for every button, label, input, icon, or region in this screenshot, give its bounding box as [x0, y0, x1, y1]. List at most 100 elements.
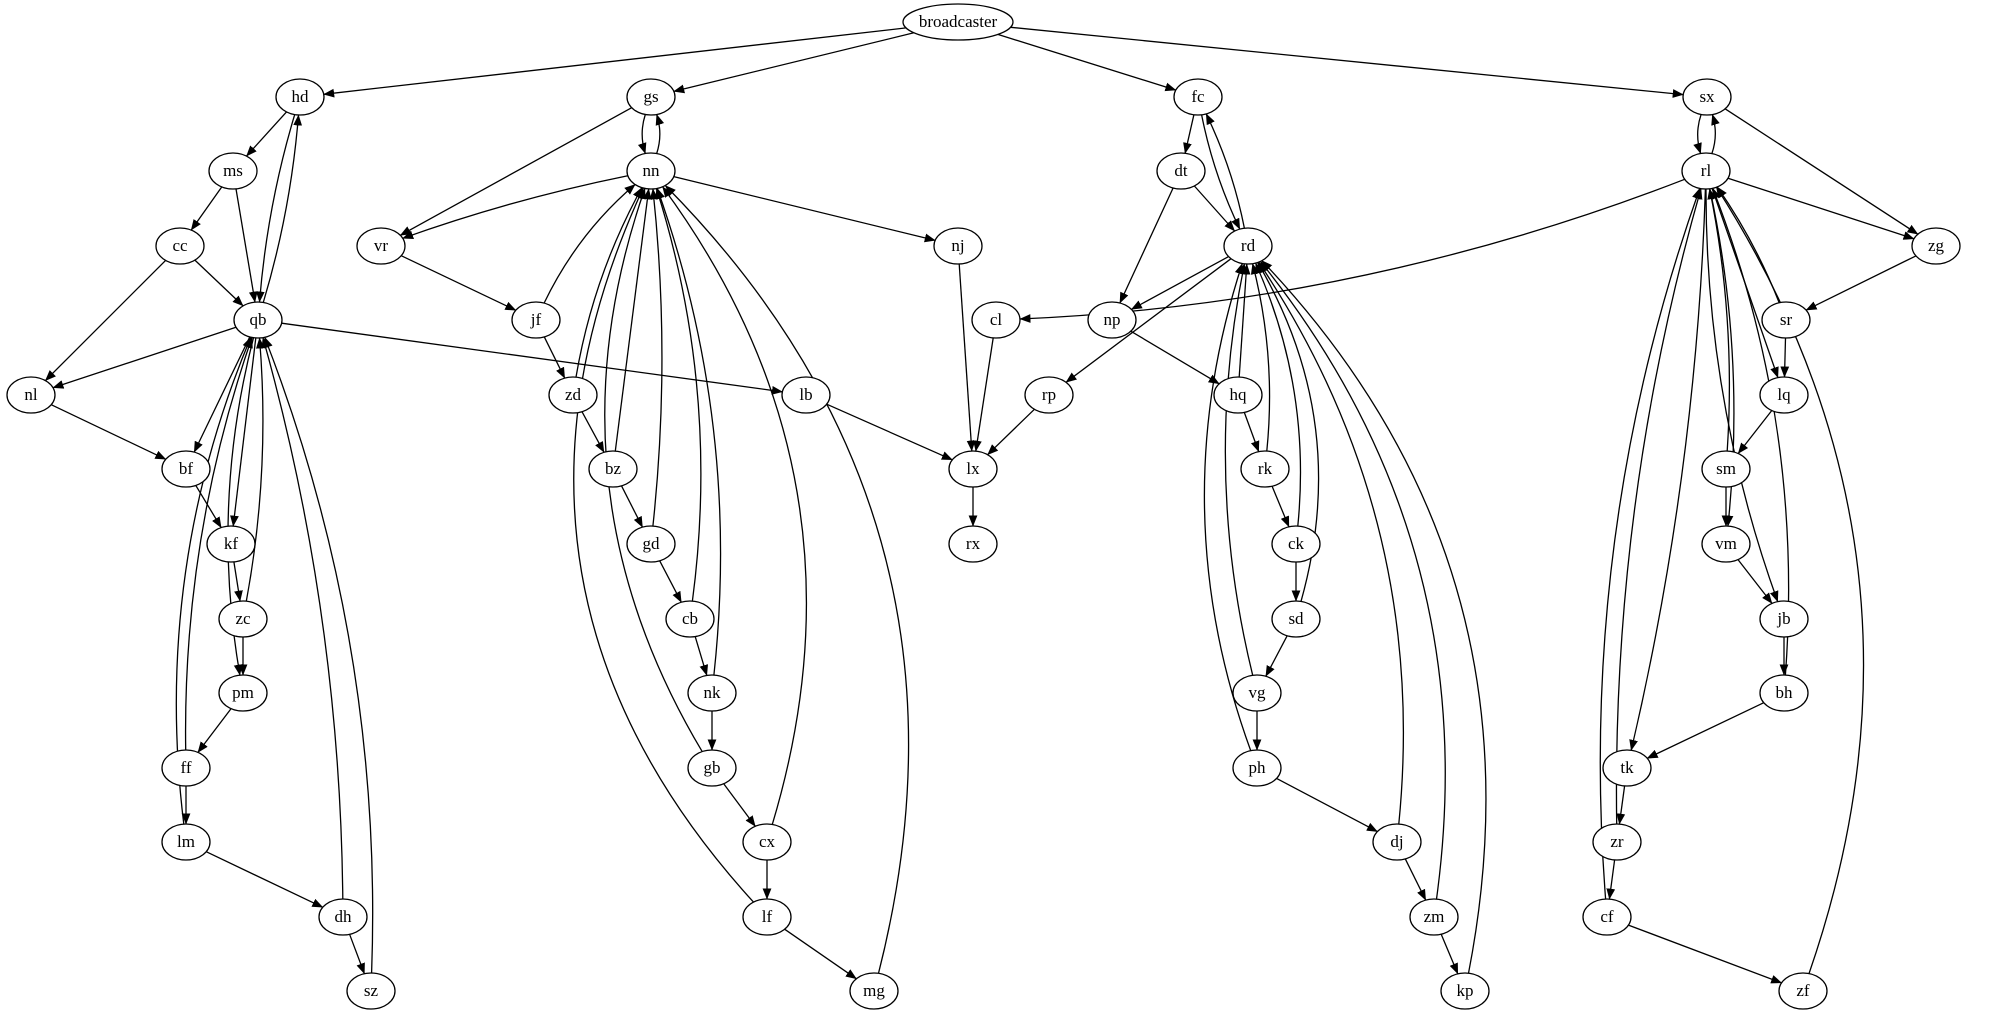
node-cl: cl	[971, 301, 1021, 339]
node-fc: fc	[1173, 78, 1223, 116]
node-ellipse	[665, 600, 715, 638]
node-ellipse	[1271, 600, 1321, 638]
node-label: lf	[762, 907, 773, 926]
node-ellipse	[849, 972, 899, 1010]
node-bh: bh	[1759, 674, 1809, 712]
edge-nk-to-nn	[656, 187, 722, 676]
edge-vg-to-rd	[1224, 263, 1254, 676]
node-label: zf	[1796, 981, 1810, 1000]
node-ellipse	[1213, 376, 1263, 414]
node-label: ph	[1249, 758, 1267, 777]
node-label: sm	[1716, 459, 1736, 478]
edge-gd-to-cb	[659, 560, 682, 603]
node-ellipse	[1440, 972, 1490, 1010]
node-ellipse	[218, 674, 268, 712]
edge-hd-to-ms	[246, 111, 287, 157]
edge-rl-to-cl	[1019, 178, 1685, 323]
node-gb: gb	[687, 749, 737, 787]
node-label: sd	[1288, 609, 1304, 628]
edge-cc-to-qb	[194, 259, 244, 307]
node-ellipse	[742, 823, 792, 861]
node-lb: lb	[781, 376, 831, 414]
node-ellipse	[626, 78, 676, 116]
node-ellipse	[161, 823, 211, 861]
edge-dt-to-np	[1119, 187, 1174, 304]
node-label: vm	[1715, 534, 1737, 553]
node-label: dt	[1174, 161, 1188, 180]
node-lf: lf	[742, 898, 792, 936]
edge-kp-to-rd	[1261, 260, 1487, 974]
node-label: kf	[224, 534, 239, 553]
node-ellipse	[687, 749, 737, 787]
node-label: nn	[643, 161, 661, 180]
edge-dh-to-qb	[261, 337, 344, 900]
edge-qb-to-nl	[52, 326, 237, 389]
node-ellipse	[902, 3, 1014, 41]
node-label: tk	[1620, 758, 1634, 777]
edge-cl-to-lx	[973, 337, 994, 452]
node-ellipse	[1701, 525, 1751, 563]
node-zm: zm	[1409, 898, 1459, 936]
edge-zr-to-rl	[1615, 188, 1703, 825]
node-hd: hd	[275, 78, 325, 116]
edge-sx-to-rl	[1693, 114, 1702, 155]
edge-zd-to-nn	[575, 187, 643, 378]
edge-gs-to-vr	[399, 107, 633, 236]
edge-hq-to-rd	[1238, 263, 1251, 378]
node-ellipse	[687, 674, 737, 712]
edge-rl-to-tk	[1629, 188, 1707, 751]
edge-dj-to-zm	[1404, 858, 1427, 901]
node-zf: zf	[1778, 972, 1828, 1010]
node-ellipse	[626, 525, 676, 563]
edge-sd-to-vg	[1265, 635, 1288, 677]
node-ellipse	[1271, 525, 1321, 563]
node-dh: dh	[318, 898, 368, 936]
edge-sx-to-zg	[1724, 108, 1919, 235]
node-label: gd	[643, 534, 661, 553]
node-zr: zr	[1592, 823, 1642, 861]
edge-rd-to-rp	[1065, 258, 1232, 383]
edge-dt-to-rd	[1193, 185, 1236, 232]
edge-sm-to-rl	[1707, 188, 1731, 452]
node-vg: vg	[1232, 674, 1282, 712]
edge-zm-to-rd	[1259, 260, 1446, 900]
edge-lf-to-nn	[573, 187, 754, 903]
node-ellipse	[511, 301, 561, 339]
edge-rd-to-np	[1130, 256, 1229, 310]
node-label: rx	[966, 534, 981, 553]
edge-gs-to-nn	[637, 114, 647, 155]
node-label: rd	[1241, 236, 1256, 255]
edge-nn-to-gs	[655, 113, 665, 154]
node-rl: rl	[1681, 152, 1731, 190]
edge-cc-to-nl	[44, 259, 167, 382]
edge-np-to-hq	[1130, 330, 1220, 385]
node-vr: vr	[356, 227, 406, 265]
node-label: cx	[759, 832, 776, 851]
node-ellipse	[948, 525, 998, 563]
edge-zr-to-cf	[1606, 859, 1616, 900]
edge-rk-to-ck	[1271, 485, 1290, 528]
node-ellipse	[1778, 972, 1828, 1010]
node-cx: cx	[742, 823, 792, 861]
node-rd: rd	[1223, 227, 1273, 265]
edge-ff-to-qb	[184, 336, 253, 751]
node-ellipse	[161, 450, 211, 488]
node-kp: kp	[1440, 972, 1490, 1010]
node-label: fc	[1191, 87, 1205, 106]
edge-nj-to-lx	[958, 263, 976, 452]
edge-lm-to-dh	[205, 851, 324, 908]
node-label: qb	[250, 310, 267, 329]
node-ellipse	[346, 972, 396, 1010]
node-label: nl	[24, 385, 38, 404]
edge-sz-to-qb	[264, 336, 374, 974]
edge-fc-to-rd	[1200, 114, 1241, 230]
node-broadcaster: broadcaster	[902, 3, 1014, 41]
edge-nn-to-nj	[673, 175, 936, 243]
node-label: ms	[223, 161, 243, 180]
node-cf: cf	[1582, 898, 1632, 936]
node-rk: rk	[1240, 450, 1290, 488]
edge-qb-to-hd	[262, 114, 303, 303]
node-jf: jf	[511, 301, 561, 339]
node-ellipse	[155, 227, 205, 265]
node-label: zg	[1928, 236, 1945, 255]
